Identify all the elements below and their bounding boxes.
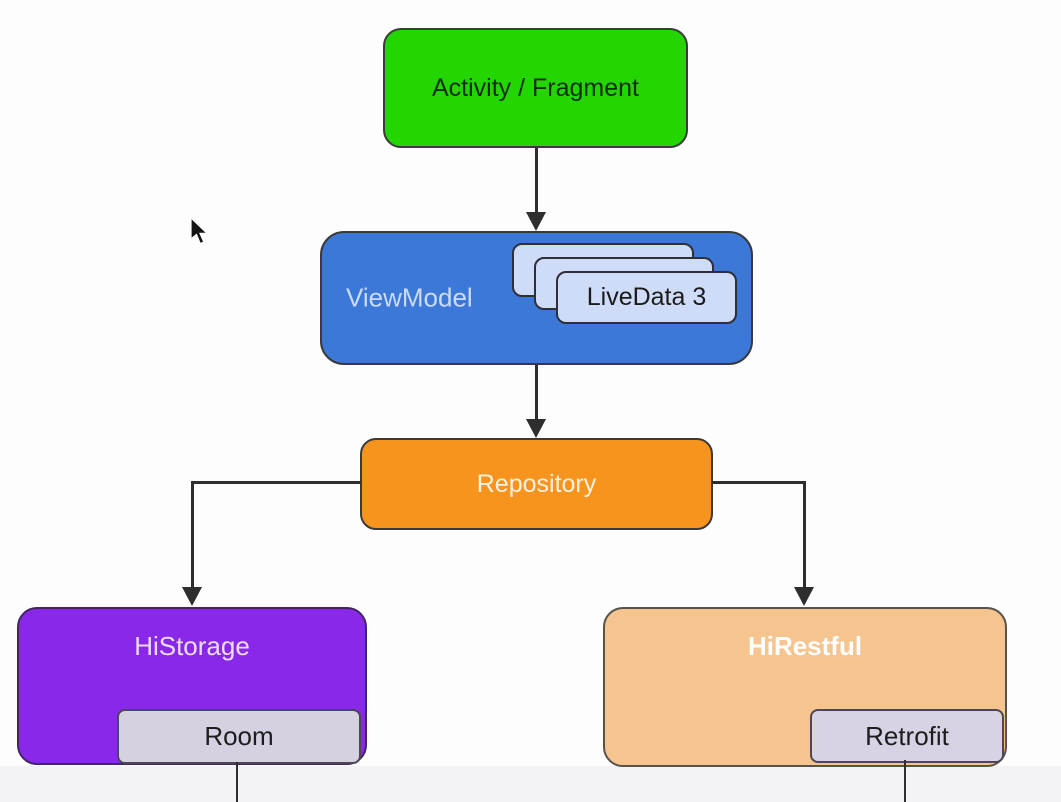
connector-repository-to-hirestful-vline [803,481,806,588]
hirestful-label: HiRestful [747,631,863,661]
repository-node: Repository [360,438,713,530]
arrow-viewmodel-to-repository-head [526,419,546,438]
connector-repository-to-hirestful-head [794,587,814,606]
room-label: Room [204,721,274,751]
historage-node: HiStorage Room [17,607,367,765]
connector-repository-to-historage-head [182,587,202,606]
connector-repository-to-historage-hline [191,481,361,484]
connector-repository-to-historage-vline [191,481,194,588]
retrofit-exit-line [904,760,906,802]
arrow-activity-to-viewmodel-head [526,212,546,231]
activity-fragment-node: Activity / Fragment [383,28,688,148]
retrofit-label: Retrofit [865,720,949,751]
retrofit-node: Retrofit [810,709,1004,763]
historage-label: HiStorage [134,631,250,661]
viewmodel-node: ViewModel LiveData 3 [320,231,753,365]
activity-fragment-label: Activity / Fragment [432,73,639,102]
livedata-card-front: LiveData 3 [556,271,737,324]
hirestful-node: HiRestful Retrofit [603,607,1007,767]
bottom-strip [0,766,1061,802]
connector-repository-to-hirestful-hline [712,481,806,484]
repository-label: Repository [476,469,597,498]
arrow-viewmodel-to-repository-line [535,365,538,420]
viewmodel-label: ViewModel [346,282,473,313]
arrow-activity-to-viewmodel-line [535,148,538,214]
mouse-cursor-icon [190,217,209,245]
room-node: Room [117,709,361,764]
livedata-label: LiveData 3 [586,283,707,311]
room-exit-line [236,762,238,802]
